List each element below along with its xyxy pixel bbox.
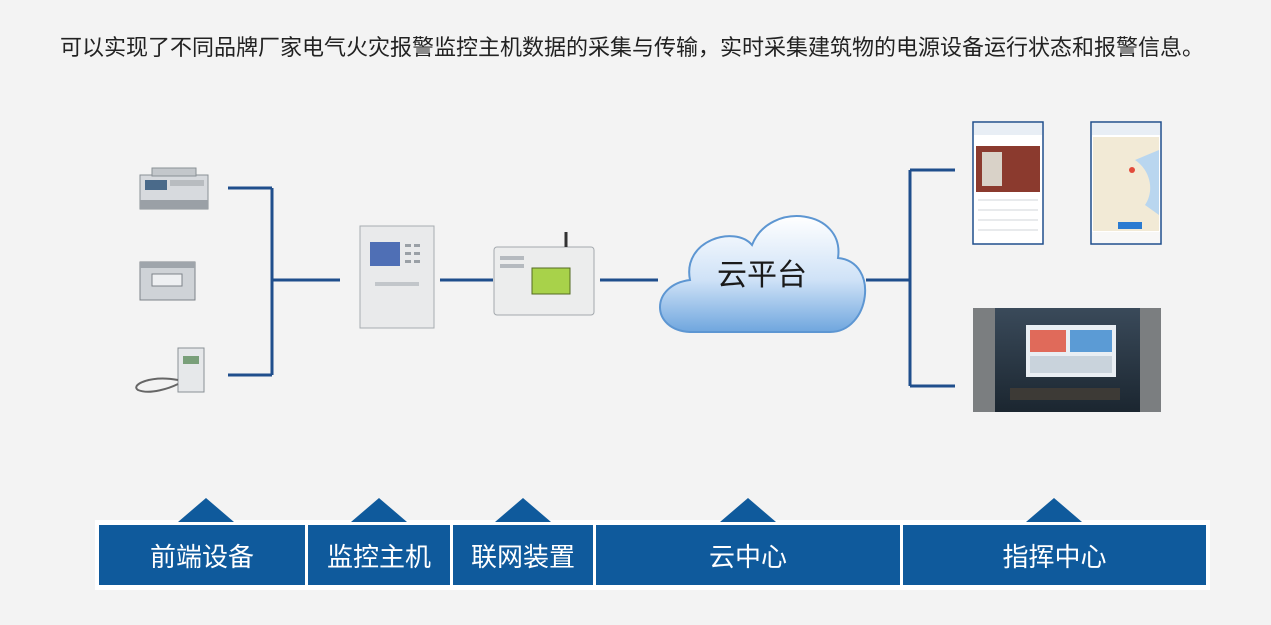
cloud-label: 云平台 (717, 258, 807, 293)
stage-pointer-3 (495, 498, 551, 522)
stage-pointer-5 (1026, 498, 1082, 522)
stage-front-end-devices: 前端设备 (99, 525, 305, 585)
stage-pointer-1 (178, 498, 234, 522)
mobile-map-screenshot-icon (1090, 121, 1162, 245)
din-rail-meter-icon (139, 167, 209, 210)
stage-network-device: 联网装置 (453, 525, 593, 585)
temperature-sensor-icon (135, 347, 205, 393)
current-transformer-icon (139, 261, 196, 301)
connector-lines (228, 168, 955, 388)
monitoring-host-cabinet-icon (359, 225, 435, 329)
stage-monitoring-host: 监控主机 (308, 525, 450, 585)
mobile-app-screenshot-icon (972, 121, 1044, 245)
cloud-icon (659, 215, 867, 333)
stage-cloud-center: 云中心 (596, 525, 900, 585)
intro-text: 可以实现了不同品牌厂家电气火灾报警监控主机数据的采集与传输，实时采集建筑物的电源… (60, 36, 1205, 61)
stage-pointer-2 (351, 498, 407, 522)
network-gateway-device-icon (493, 232, 595, 316)
command-center-photo-icon (973, 308, 1161, 412)
stage-pointer-4 (720, 498, 776, 522)
stage-command-center: 指挥中心 (903, 525, 1206, 585)
